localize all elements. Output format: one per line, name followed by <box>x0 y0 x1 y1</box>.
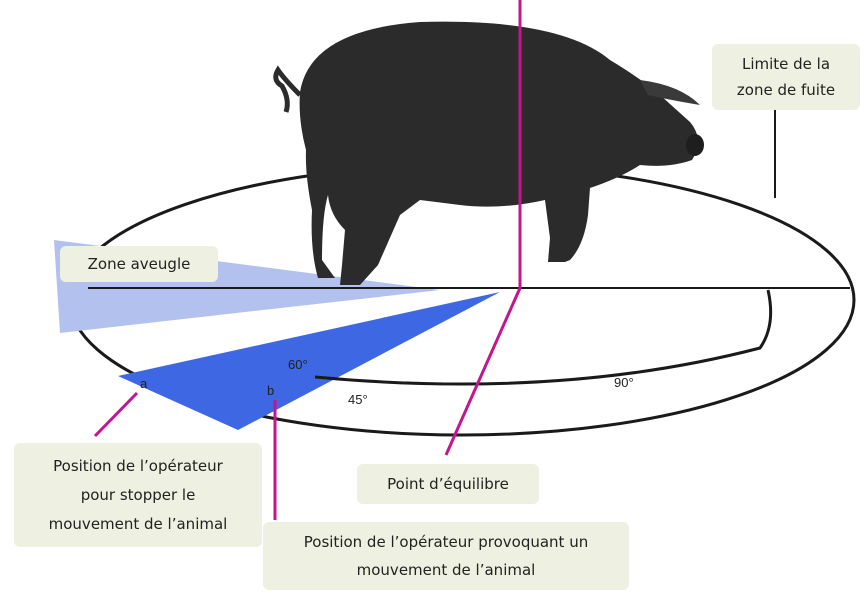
operator-move-line-1: Position de l’opérateur provoquant un <box>263 528 629 556</box>
angle-90: 90° <box>614 375 634 390</box>
operator-stop-line-2: pour stopper le <box>14 481 262 510</box>
flight-zone-limit-line-2: zone de fuite <box>712 77 860 103</box>
angle-45: 45° <box>348 392 368 407</box>
pointer-line-a <box>95 393 137 436</box>
operator-move-label: Position de l’opérateur provoquant un mo… <box>263 522 629 590</box>
blind-zone-label: Zone aveugle <box>60 246 218 282</box>
balance-point-label: Point d’équilibre <box>357 464 539 504</box>
angle-60: 60° <box>288 357 308 372</box>
pig-illustration <box>276 22 704 285</box>
flight-zone-limit-line-1: Limite de la <box>712 51 860 77</box>
operator-stop-line-1: Position de l’opérateur <box>14 452 262 481</box>
marker-a: a <box>140 376 148 391</box>
flight-zone-limit-label: Limite de la zone de fuite <box>712 44 860 110</box>
operator-stop-line-3: mouvement de l’animal <box>14 510 262 539</box>
operator-stop-label: Position de l’opérateur pour stopper le … <box>14 443 262 547</box>
operator-move-line-2: mouvement de l’animal <box>263 556 629 584</box>
marker-b: b <box>267 383 274 398</box>
